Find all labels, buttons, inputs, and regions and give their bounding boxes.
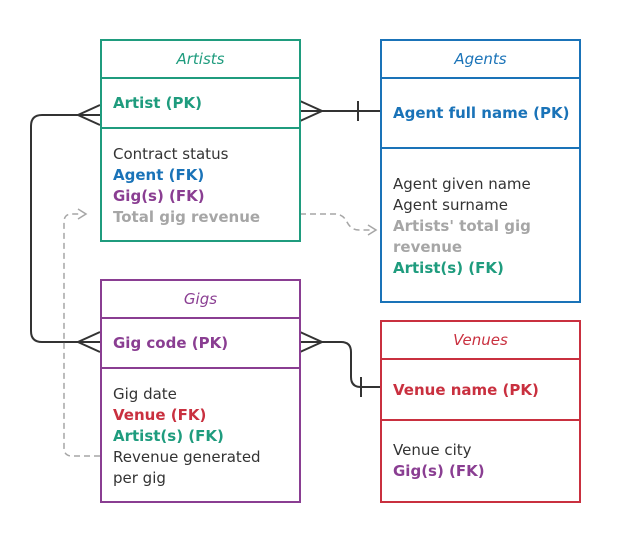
attribute-fk: Venue (FK)	[113, 406, 207, 424]
artists-attributes: Contract status Agent (FK) Gig(s) (FK) T…	[102, 129, 299, 228]
attribute: Contract status	[113, 145, 229, 163]
attribute-fk: Artist(s) (FK)	[393, 259, 504, 277]
attribute: Gig date	[113, 385, 177, 403]
gigs-attributes: Gig date Venue (FK) Artist(s) (FK) Reven…	[102, 369, 299, 489]
attribute: Agent surname	[393, 196, 508, 214]
gigs-primary-key: Gig code (PK)	[102, 319, 299, 369]
attribute: Venue city	[393, 441, 472, 459]
artists-crowfoot-icon	[75, 104, 101, 126]
venues-primary-key: Venue name (PK)	[382, 360, 579, 421]
attribute: Revenue generated	[113, 448, 261, 466]
gigs-venues-relationship-line	[300, 341, 380, 388]
attribute-derived: revenue	[393, 238, 463, 256]
venues-attributes: Venue city Gig(s) (FK)	[382, 421, 579, 482]
gigs-entity: Gigs Gig code (PK) Gig date Venue (FK) A…	[100, 279, 301, 503]
artists-agents-crowfoot-icon	[299, 100, 325, 122]
attribute-fk: Gig(s) (FK)	[393, 462, 485, 480]
agents-attributes: Agent given name Agent surname Artists' …	[382, 149, 579, 279]
total-revenue-to-agent-revenue-line	[300, 213, 372, 231]
artists-entity: Artists Artist (PK) Contract status Agen…	[100, 39, 301, 242]
attribute: Agent given name	[393, 175, 531, 193]
venues-title: Venues	[382, 322, 579, 360]
attribute: per gig	[113, 469, 166, 487]
attribute-fk: Agent (FK)	[113, 166, 205, 184]
gigs-venues-crowfoot-icon	[299, 331, 325, 353]
agent-revenue-arrow-icon	[367, 224, 378, 236]
attribute-fk: Artist(s) (FK)	[113, 427, 224, 445]
agents-entity: Agents Agent full name (PK) Agent given …	[380, 39, 581, 303]
gigs-title: Gigs	[102, 281, 299, 319]
artists-primary-key: Artist (PK)	[102, 79, 299, 129]
agents-primary-key: Agent full name (PK)	[382, 79, 579, 149]
venues-entity: Venues Venue name (PK) Venue city Gig(s)…	[380, 320, 581, 503]
attribute-derived: Total gig revenue	[113, 208, 261, 226]
attribute-derived: Artists' total gig	[393, 217, 531, 235]
total-revenue-arrow-icon	[77, 208, 88, 220]
agents-title: Agents	[382, 41, 579, 79]
gig-revenue-to-total-revenue-line	[63, 213, 100, 457]
artists-title: Artists	[102, 41, 299, 79]
attribute-fk: Gig(s) (FK)	[113, 187, 205, 205]
artists-gigs-relationship-line	[30, 114, 100, 343]
gigs-crowfoot-icon	[75, 331, 101, 353]
